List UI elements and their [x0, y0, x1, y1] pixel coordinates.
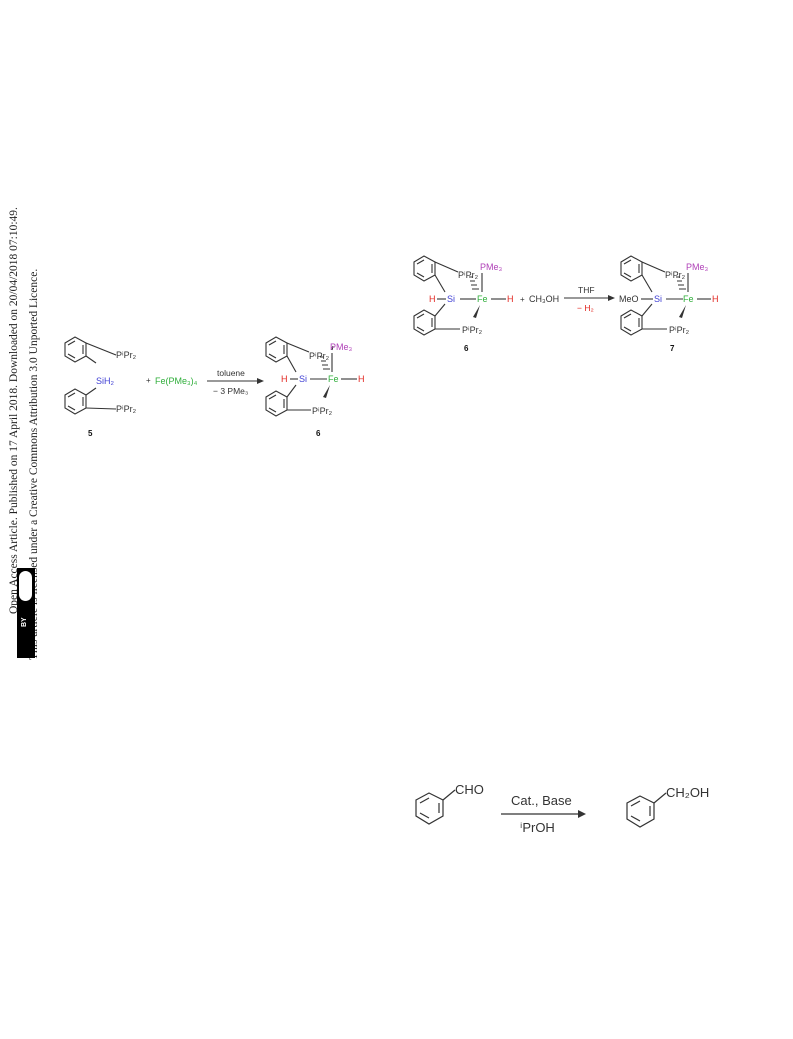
chem-label: SiH₂ [96, 376, 115, 386]
chem-label: MeO [619, 294, 639, 304]
chem-label: PⁱPr₂ [462, 325, 483, 335]
chem-label: THF [578, 285, 595, 295]
chem-label: Fe(PMe₃)₄ [155, 376, 198, 386]
hashed-bond [320, 356, 330, 370]
chem-label: CH₂OH [666, 785, 709, 800]
chem-label: Cat., Base [511, 793, 572, 808]
chem-label: 7 [670, 344, 675, 353]
chem-label: PⁱPr₂ [665, 270, 686, 280]
chem-label: 6 [316, 429, 321, 438]
chem-label: PⁱPr₂ [312, 406, 333, 416]
chem-label: Fe [683, 294, 694, 304]
benzene-ring [415, 792, 444, 825]
chem-label: 5 [88, 429, 93, 438]
chem-label: PⁱPr₂ [458, 270, 479, 280]
chem-label: CH₃OH [529, 294, 559, 304]
chem-label: + [146, 376, 151, 385]
chem-label: CHO [455, 782, 484, 797]
chem-label: PⁱPr₂ [116, 404, 137, 414]
chem-label: H [429, 294, 436, 304]
chem-label: H [281, 374, 288, 384]
chem-label: − 3 PMe₃ [213, 386, 248, 396]
chem-label: H [712, 294, 719, 304]
cc-by-badge[interactable]: cc BY [17, 568, 35, 658]
chem-label: PⁱPr₂ [116, 350, 137, 360]
chem-label: 6 [464, 344, 469, 353]
benzene-ring [626, 795, 655, 828]
chem-label: H [507, 294, 514, 304]
cc-logo-icon [19, 571, 32, 601]
chem-label: PⁱPr₂ [309, 351, 330, 361]
chem-label: toluene [217, 368, 245, 378]
chem-label: Fe [477, 294, 488, 304]
chem-label: Fe [328, 374, 339, 384]
chem-label: PⁱPr₂ [669, 325, 690, 335]
chem-label: PMe₃ [330, 342, 353, 352]
chem-label: − H₂ [577, 303, 594, 313]
chem-label: H [358, 374, 365, 384]
chem-label: Si [654, 294, 662, 304]
wedge-bond [323, 385, 330, 398]
chem-label: PMe₃ [480, 262, 503, 272]
chem-label: PMe₃ [686, 262, 709, 272]
chem-label: + [520, 295, 525, 304]
chem-label: Si [299, 374, 307, 384]
chem-label: ⁱPrOH [520, 820, 555, 835]
chem-label: Si [447, 294, 455, 304]
